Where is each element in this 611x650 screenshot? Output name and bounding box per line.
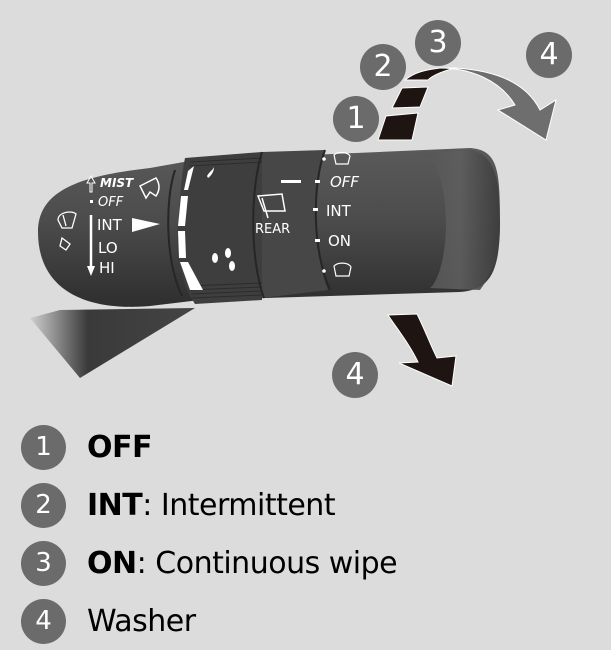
callout-2: 2 (360, 44, 406, 90)
legend-item-int: 2 INT: Intermittent (21, 476, 397, 534)
legend-item-off: 1 OFF (21, 418, 397, 476)
legend-item-on: 3 ON: Continuous wipe (21, 534, 398, 592)
callout-4-pull: 4 (526, 32, 572, 78)
legend-item-washer: 4 Washer (21, 592, 397, 650)
legend-term: OFF (87, 429, 153, 465)
front-washer-icon (57, 211, 77, 251)
callout-4-push: 4 (332, 352, 378, 398)
legend-description: Intermittent (151, 487, 336, 523)
front-wiper-icon (138, 177, 160, 200)
rear-washer-icon (333, 262, 352, 277)
single-drop-icon (207, 167, 214, 178)
legend-term: ON (87, 545, 137, 581)
mist-up-arrow-icon (86, 174, 96, 193)
legend-badge: 3 (21, 540, 66, 586)
rear-wiper-labels: REAR OFF INT ON (255, 151, 359, 277)
legend-description: Washer (87, 603, 196, 639)
wiper-lever-illustration: MIST OFF INT LO HI (30, 67, 557, 387)
rear-wiper-icon (256, 193, 286, 219)
pointer-icon (132, 218, 160, 232)
front-wiper-labels: MIST OFF INT LO HI (57, 174, 160, 277)
rear-int-label: INT (326, 202, 352, 220)
rain-drops-icon (212, 248, 235, 271)
legend: 1 OFF 2 INT: Intermittent 3 ON: Continuo… (21, 418, 398, 650)
wiper-lever-diagram: MIST OFF INT LO HI (30, 20, 572, 398)
legend-badge: 2 (21, 482, 66, 528)
callout-1: 1 (333, 96, 379, 142)
wiper-speed-bars (178, 166, 235, 290)
legend-badge: 1 (21, 424, 66, 470)
rear-mist-icon (333, 151, 351, 165)
lo-label: LO (98, 239, 118, 257)
int-label: INT (97, 216, 123, 234)
mist-label: MIST (100, 176, 134, 190)
stalk-base (30, 308, 195, 378)
washer-arrow (387, 313, 457, 387)
rear-off-label: OFF (330, 173, 359, 191)
rear-on-label: ON (328, 232, 351, 250)
legend-badge: 4 (21, 598, 66, 644)
legend-term: INT (87, 487, 143, 523)
callout-3: 3 (415, 20, 461, 66)
rotation-arrow (377, 67, 557, 141)
legend-description: Continuous wipe (146, 545, 398, 581)
rear-label: REAR (255, 222, 290, 237)
off-label: OFF (98, 195, 124, 210)
hi-label: HI (99, 259, 115, 277)
